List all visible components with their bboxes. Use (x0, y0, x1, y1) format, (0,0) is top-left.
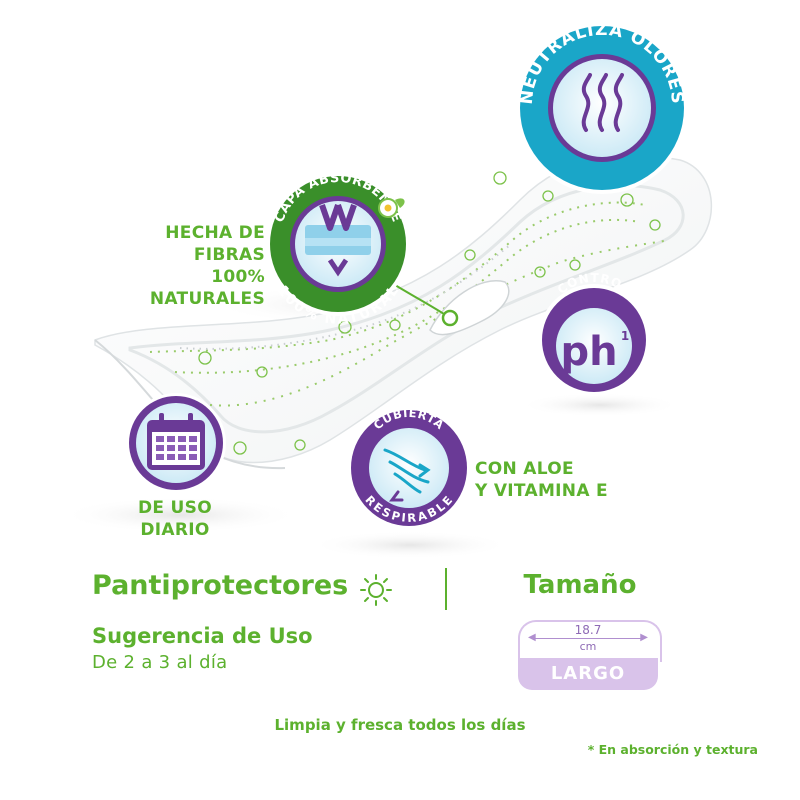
daily-use-badge (126, 393, 226, 493)
fibers-label-line-1: HECHA DE (165, 223, 265, 243)
daily-label-line-2: DIARIO (140, 520, 210, 540)
tagline: Limpia y fresca todos los días (274, 716, 526, 734)
fibers-label: HECHA DE FIBRAS 100% NATURALES (145, 222, 265, 310)
product-name: Pantiprotectores (92, 570, 349, 601)
arrow-right-icon: ▶ (640, 632, 648, 643)
ph-badge-superscript: 1 (621, 329, 629, 343)
breathable-cover-badge: CUBIERTA RESPIRABLE (347, 406, 471, 530)
divider (445, 568, 447, 610)
calendar-icon (147, 413, 205, 470)
sun-icon (360, 574, 392, 606)
absorbent-layer-badge: CAPA ABSORBENTE 100% NATURAL (266, 171, 410, 328)
vapor-waves-icon (581, 73, 624, 132)
absorbent-layers-icon (305, 204, 371, 277)
fibers-label-line-3: NATURALES (149, 289, 265, 309)
aloe-label-line-2: Y VITAMINA E (475, 481, 608, 501)
ph-badge-main-text: ph (560, 329, 617, 375)
fibers-label-line-2: FIBRAS 100% (193, 245, 265, 287)
flower-icon (378, 198, 405, 218)
size-arrow-line (532, 638, 644, 639)
daily-label: DE USO DIARIO (120, 497, 230, 541)
size-unit: cm (579, 640, 597, 653)
aloe-label: CON ALOE Y VITAMINA E (475, 458, 645, 502)
size-title: Tamaño (523, 570, 637, 600)
size-measure-value: 18.7 (571, 623, 605, 637)
product-illustration: NEUTRALIZA OLORES CAPA ABSORBENTE 100% N… (60, 20, 712, 559)
arrow-left-icon: ◀ (528, 632, 536, 643)
usage-value: De 2 a 3 al día (92, 652, 228, 673)
size-measure: 18.7 (518, 623, 658, 637)
daily-label-line-1: DE USO (138, 498, 212, 518)
airflow-icon (383, 448, 431, 502)
size-name: LARGO (518, 658, 658, 690)
shadow-daily (60, 497, 300, 533)
footnote: * En absorción y textura (587, 742, 758, 757)
shadow-ph (520, 393, 680, 417)
size-indicator: ◀ ▶ 18.7 cm LARGO (518, 620, 662, 695)
usage-title: Sugerencia de Uso (92, 624, 313, 648)
odor-neutralizer-badge: NEUTRALIZA OLORES (516, 20, 688, 194)
shadow-breathable (310, 531, 510, 559)
aloe-label-line-1: CON ALOE (475, 459, 574, 479)
